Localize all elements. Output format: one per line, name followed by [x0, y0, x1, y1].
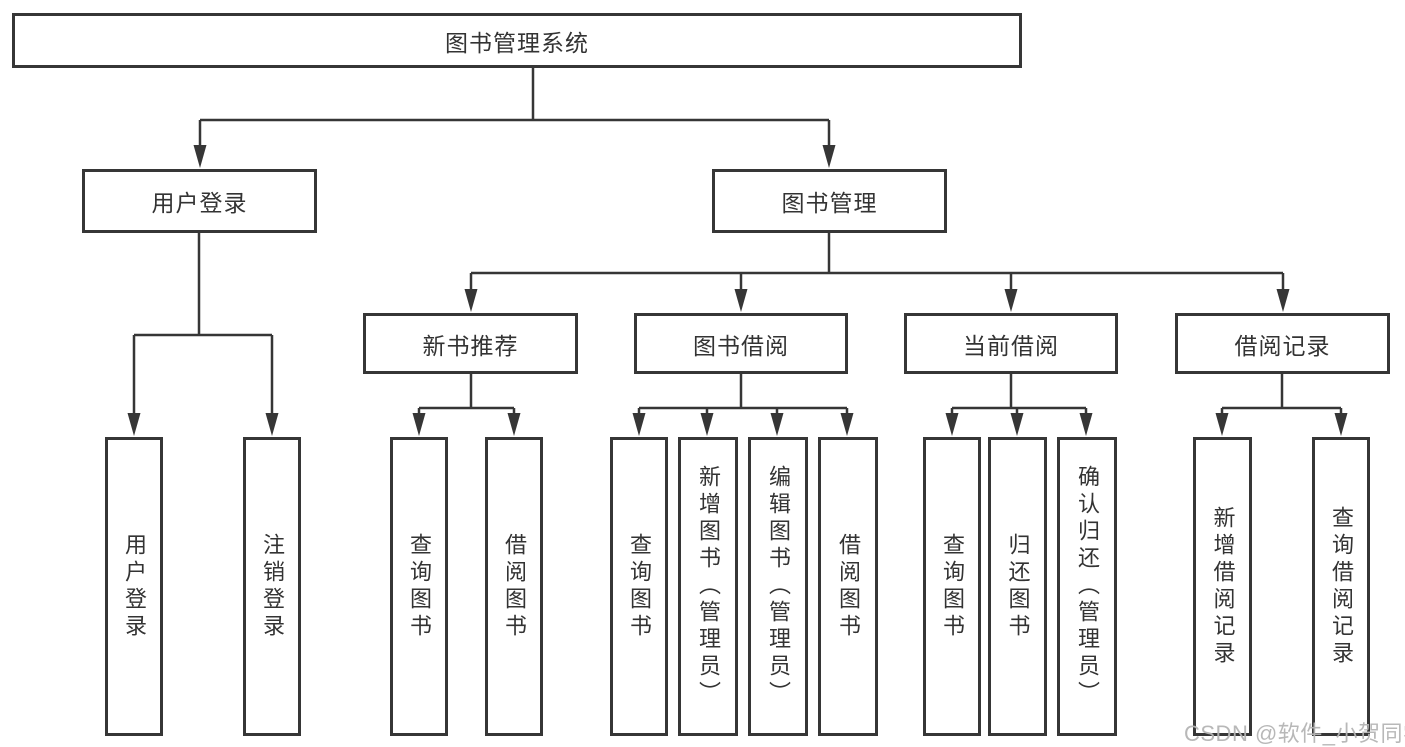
- leaf-logout-label: 注销登录: [260, 532, 285, 641]
- leaf-edit-book-admin: 编辑图书（管理员）: [748, 437, 808, 736]
- node-borrow-records-label: 借阅记录: [1234, 332, 1331, 359]
- leaf-query-borrow-record-label: 查询借阅记录: [1329, 505, 1354, 668]
- leaf-borrow-books-recommend: 借阅图书: [485, 437, 543, 736]
- leaf-add-book-admin-label: 新增图书（管理员）: [696, 465, 721, 708]
- node-book-management: 图书管理: [712, 169, 947, 233]
- leaf-confirm-return-admin-label: 确认归还（管理员）: [1075, 465, 1100, 708]
- arrowheads: [127, 145, 1348, 436]
- node-book-borrow-label: 图书借阅: [693, 332, 789, 359]
- leaf-add-borrow-record: 新增借阅记录: [1193, 437, 1252, 736]
- watermark: CSDN @软件_小贺同学: [1184, 721, 1405, 746]
- leaf-user-login-label: 用户登录: [122, 532, 147, 641]
- leaf-add-book-admin: 新增图书（管理员）: [678, 437, 738, 736]
- node-book-management-label: 图书管理: [781, 190, 878, 216]
- leaf-query-books-recommend: 查询图书: [390, 437, 448, 736]
- leaf-return-book: 归还图书: [988, 437, 1047, 736]
- node-user-login-label: 用户登录: [151, 190, 248, 216]
- node-current-borrow-label: 当前借阅: [963, 332, 1059, 359]
- leaf-query-books-recommend-label: 查询图书: [407, 532, 432, 641]
- node-root-label: 图书管理系统: [445, 29, 589, 56]
- leaf-add-borrow-record-label: 新增借阅记录: [1210, 505, 1236, 668]
- node-book-borrow: 图书借阅: [634, 313, 848, 374]
- leaf-borrow-books-2-label: 借阅图书: [836, 532, 861, 641]
- leaf-confirm-return-admin: 确认归还（管理员）: [1057, 437, 1117, 736]
- node-new-book-recommend: 新书推荐: [363, 313, 578, 374]
- node-borrow-records: 借阅记录: [1175, 313, 1390, 374]
- leaf-borrow-books-2: 借阅图书: [818, 437, 878, 736]
- node-new-book-recommend-label: 新书推荐: [422, 332, 519, 359]
- leaf-query-books-current: 查询图书: [923, 437, 981, 736]
- node-root: 图书管理系统: [12, 13, 1022, 68]
- leaf-query-books-borrow-label: 查询图书: [627, 532, 652, 641]
- leaf-logout: 注销登录: [243, 437, 301, 736]
- node-current-borrow: 当前借阅: [904, 313, 1118, 374]
- leaf-query-books-current-label: 查询图书: [940, 532, 965, 641]
- leaf-return-book-label: 归还图书: [1005, 532, 1031, 641]
- leaf-query-borrow-record: 查询借阅记录: [1312, 437, 1370, 736]
- leaf-borrow-books-recommend-label: 借阅图书: [502, 532, 527, 641]
- leaf-edit-book-admin-label: 编辑图书（管理员）: [766, 465, 791, 708]
- node-user-login: 用户登录: [82, 169, 317, 233]
- leaf-query-books-borrow: 查询图书: [610, 437, 668, 736]
- leaf-user-login: 用户登录: [105, 437, 163, 736]
